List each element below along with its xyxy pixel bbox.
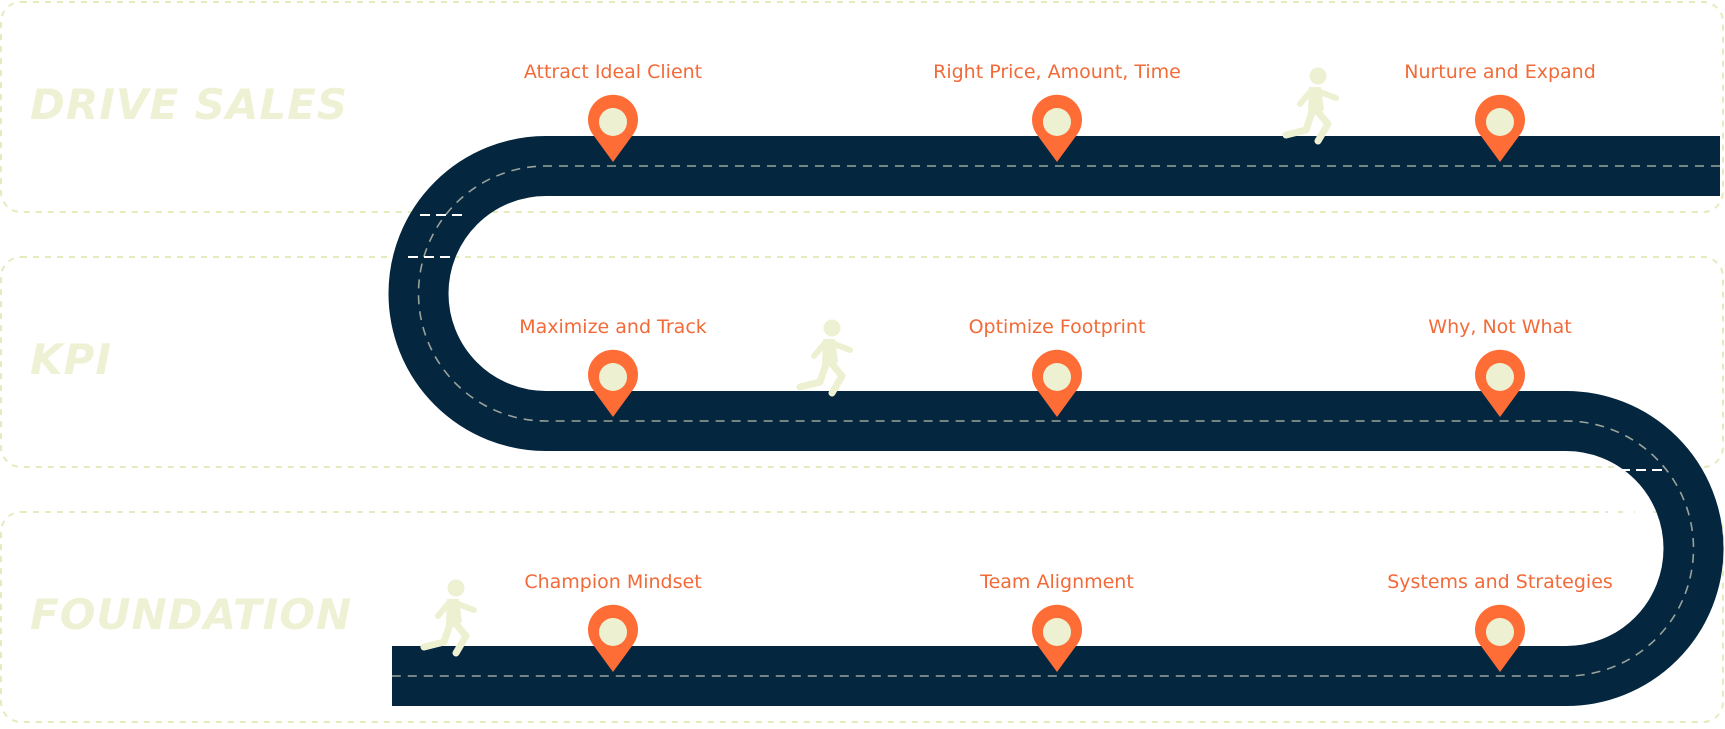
band-label-kpi: KPI [30,335,112,384]
milestone-label-why-not-what: Why, Not What [1428,316,1572,338]
map-pin-center [1486,618,1514,646]
map-pin-icon [1475,604,1526,672]
band-label-drive-sales: DRIVE SALES [30,80,349,129]
walker-leg-back [1282,108,1316,139]
map-pin-center [599,108,627,136]
map-pin-icon [1032,604,1082,672]
walker-leg-front [452,620,470,657]
walking-person-icon [420,579,477,657]
milestone-label-systems-and-strategies: Systems and Strategies [1387,571,1613,593]
map-pin-center [1043,618,1071,646]
walker-leg-back [420,620,454,651]
map-pin-icon [1032,94,1082,162]
map-pin-icon [588,604,639,672]
walker-leg-back [796,360,830,391]
band-outline-0 [0,1,1724,213]
milestone-label-attract-ideal-client: Attract Ideal Client [523,61,703,83]
map-pin-center [1486,108,1514,136]
walker-leg-front [828,360,846,397]
walker-arm-back [811,341,827,359]
map-pin-center [1486,363,1514,391]
walker-head [447,579,465,597]
map-pin-icon [588,349,639,417]
band-outline-1 [0,256,1724,468]
walker-arm-front [831,341,853,353]
map-pin-icon [1475,94,1526,162]
road-center-dash [392,165,1720,677]
walking-person-icon [796,319,853,397]
band-outline-2 [0,511,1724,723]
map-pin-icon [1031,349,1082,417]
walker-arm-front [1317,89,1339,101]
map-pin-icon [1475,349,1525,417]
milestone-label-nurture-and-expand: Nurture and Expand [1404,61,1596,83]
milestone-label-maximize-and-track: Maximize and Track [519,316,707,338]
milestone-label-right-price-amount-time: Right Price, Amount, Time [933,61,1181,83]
map-pin-center [599,618,627,646]
map-pin-icon [588,94,638,162]
milestone-label-champion-mindset: Champion Mindset [524,571,702,593]
walker-leg-front [1314,108,1332,145]
walker-head [823,319,841,337]
milestone-label-team-alignment: Team Alignment [980,571,1134,593]
walking-person-icon [1282,67,1339,145]
walker-arm-back [435,601,451,619]
band-label-foundation: FOUNDATION [30,590,353,639]
walker-head [1309,67,1327,85]
map-pin-center [1043,108,1071,136]
milestone-label-optimize-footprint: Optimize Footprint [968,316,1146,338]
map-pin-center [1043,363,1071,391]
walker-arm-back [1297,89,1313,107]
map-pin-center [599,363,627,391]
walker-arm-front [455,601,477,613]
